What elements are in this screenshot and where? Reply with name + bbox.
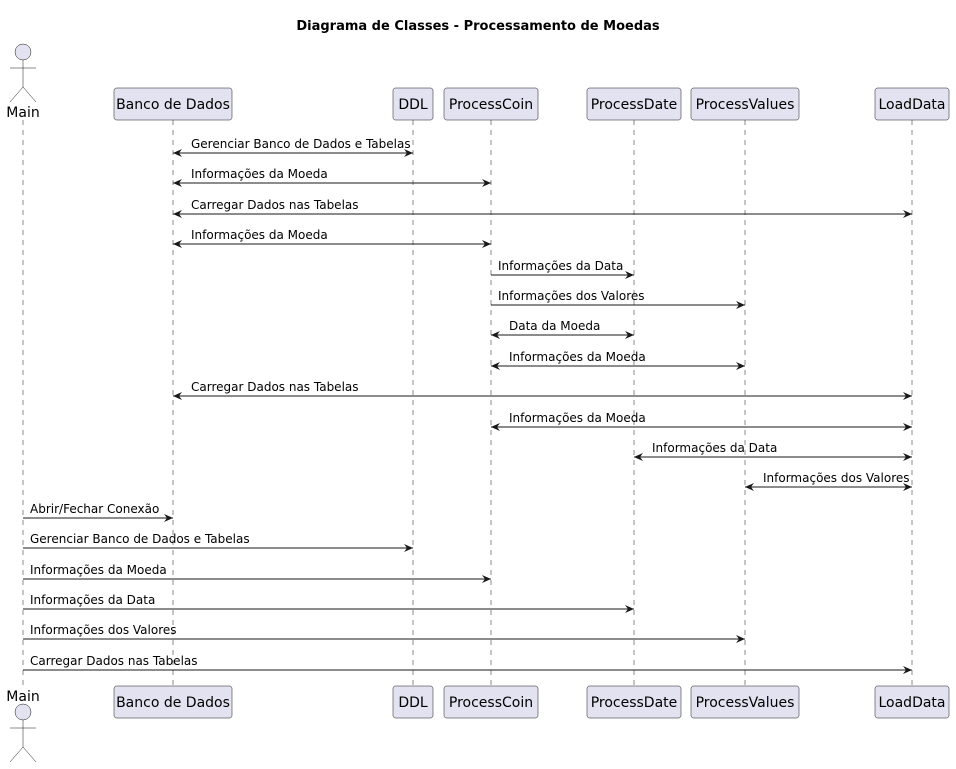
actor-label: Main (6, 105, 39, 121)
participant-box-ddl-top: DDL (392, 87, 434, 121)
message-6: Informações dos Valores (491, 289, 745, 309)
message-16: Informações da Data (23, 593, 634, 613)
stick-figure-icon (9, 703, 37, 763)
participant-box-processvalues-bottom: ProcessValues (690, 685, 800, 719)
participant-label: ProcessCoin (449, 695, 533, 711)
message-label: Informações da Moeda (191, 167, 328, 181)
message-label: Informações da Moeda (509, 350, 646, 364)
message-1: Gerenciar Banco de Dados e Tabelas (173, 137, 413, 157)
diagram-title: Diagrama de Classes - Processamento de M… (296, 19, 660, 34)
message-7: Data da Moeda (491, 319, 634, 339)
message-label: Informações dos Valores (30, 623, 177, 637)
message-label: Data da Moeda (509, 319, 600, 333)
participant-box-loaddata-top: LoadData (874, 87, 950, 121)
message-15: Informações da Moeda (23, 563, 491, 583)
participant-box-processvalues-top: ProcessValues (690, 87, 800, 121)
message-label: Informações dos Valores (763, 471, 910, 485)
participant-box-banco-de-dados-top: Banco de Dados (113, 87, 233, 121)
message-label: Gerenciar Banco de Dados e Tabelas (191, 137, 411, 151)
message-label: Informações da Data (30, 593, 155, 607)
participant-label: ProcessDate (591, 695, 678, 711)
participant-box-banco-de-dados-bottom: Banco de Dados (113, 685, 233, 719)
message-label: Informações da Moeda (509, 411, 646, 425)
message-10: Informações da Moeda (491, 411, 912, 431)
message-3: Carregar Dados nas Tabelas (173, 198, 912, 218)
actor-label: Main (6, 689, 39, 705)
participant-label: Banco de Dados (116, 695, 230, 711)
message-label: Abrir/Fechar Conexão (30, 502, 159, 516)
message-label: Carregar Dados nas Tabelas (191, 380, 359, 394)
participant-box-processcoin-bottom: ProcessCoin (443, 685, 539, 719)
message-5: Informações da Data (491, 259, 634, 279)
message-11: Informações da Data (634, 441, 912, 461)
message-4: Informações da Moeda (173, 228, 491, 248)
stick-figure-icon (9, 43, 37, 103)
message-8: Informações da Moeda (491, 350, 745, 370)
message-2: Informações da Moeda (173, 167, 491, 187)
participant-label: ProcessValues (696, 695, 795, 711)
lifelines (22, 120, 913, 688)
message-12: Informações dos Valores (745, 471, 912, 491)
participant-label: DDL (398, 97, 428, 113)
message-14: Gerenciar Banco de Dados e Tabelas (23, 532, 413, 552)
message-label: Informações da Data (652, 441, 777, 455)
participant-box-ddl-bottom: DDL (392, 685, 434, 719)
actor-main-bottom: Main (6, 689, 40, 763)
messages: Gerenciar Banco de Dados e TabelasInform… (23, 137, 912, 674)
participant-box-processdate-bottom: ProcessDate (586, 685, 682, 719)
message-label: Carregar Dados nas Tabelas (30, 654, 198, 668)
message-17: Informações dos Valores (23, 623, 745, 643)
message-18: Carregar Dados nas Tabelas (23, 654, 912, 674)
actor-main-top: Main (6, 43, 40, 121)
participant-label: LoadData (878, 695, 945, 711)
participant-label: DDL (398, 695, 428, 711)
participant-label: ProcessCoin (449, 97, 533, 113)
participant-box-processdate-top: ProcessDate (586, 87, 682, 121)
message-label: Informações da Moeda (191, 228, 328, 242)
message-label: Informações da Moeda (30, 563, 167, 577)
participant-box-processcoin-top: ProcessCoin (443, 87, 539, 121)
participant-label: LoadData (878, 97, 945, 113)
participant-label: ProcessDate (591, 97, 678, 113)
message-13: Abrir/Fechar Conexão (23, 502, 173, 522)
message-label: Informações dos Valores (498, 289, 645, 303)
message-label: Gerenciar Banco de Dados e Tabelas (30, 532, 250, 546)
participant-box-loaddata-bottom: LoadData (874, 685, 950, 719)
message-9: Carregar Dados nas Tabelas (173, 380, 912, 400)
message-label: Informações da Data (498, 259, 623, 273)
participant-label: Banco de Dados (116, 97, 230, 113)
message-label: Carregar Dados nas Tabelas (191, 198, 359, 212)
participant-label: ProcessValues (696, 97, 795, 113)
